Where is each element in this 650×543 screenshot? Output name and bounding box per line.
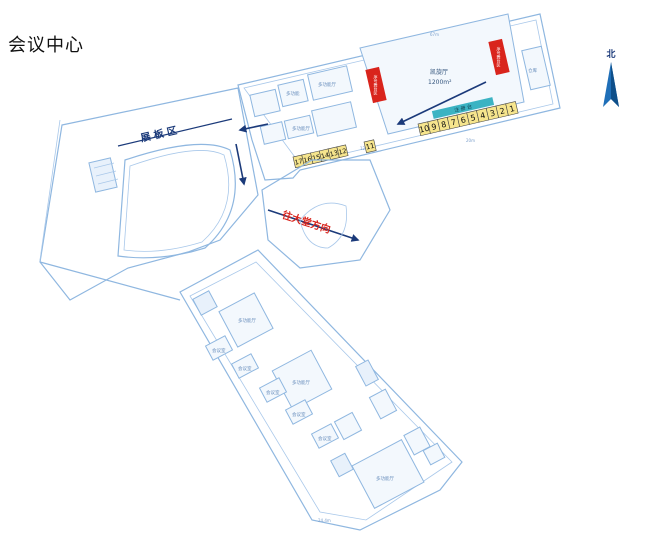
svg-text:14: 14: [320, 151, 330, 161]
booth[interactable]: 12: [336, 144, 349, 158]
booth[interactable]: 10: [417, 121, 431, 137]
banquet-hall-area: 1200m²: [428, 79, 452, 86]
svg-text:会议室: 会议室: [266, 389, 280, 396]
compass-north-icon: 北: [603, 48, 619, 107]
svg-text:24.4m: 24.4m: [318, 518, 331, 523]
svg-text:会议室: 会议室: [238, 365, 252, 372]
svg-text:仓库: 仓库: [528, 67, 537, 74]
north-wing: 多功能厅 多功能 多功能厅 仓库 67m 20m 12m: [237, 13, 561, 181]
arrow-icon: [235, 81, 487, 242]
booth-row-west: 17 16 15 14 13 12: [292, 144, 349, 169]
svg-text:序号舞台区: 序号舞台区: [497, 46, 502, 67]
exhibition-zone-label: 展 板 区: [117, 118, 233, 147]
booth[interactable]: 11: [363, 139, 377, 154]
banquet-hall-name: 凯旋厅: [430, 68, 448, 76]
svg-text:9: 9: [431, 122, 438, 132]
exhibition-area: [39, 87, 259, 301]
svg-text:多功能: 多功能: [286, 90, 300, 97]
svg-text:会议室: 会议室: [318, 435, 332, 442]
page-title: 会议中心: [8, 35, 84, 56]
svg-text:多功能厅: 多功能厅: [292, 379, 310, 386]
svg-text:多功能厅: 多功能厅: [376, 475, 394, 482]
svg-text:20m: 20m: [466, 138, 475, 143]
svg-text:6: 6: [460, 115, 467, 125]
plaza: [261, 159, 391, 269]
svg-text:多功能厅: 多功能厅: [238, 317, 256, 324]
svg-text:会议室: 会议室: [212, 347, 226, 354]
south-wing: 多功能厅 多功能厅 多功能厅 会议室 会议室 会议室 会议室 会议室 24.4m: [179, 249, 463, 531]
stage-area-left: 序号舞台区: [365, 66, 387, 104]
booth[interactable]: 1: [505, 101, 519, 116]
svg-text:2: 2: [499, 106, 506, 116]
svg-text:展 板 区: 展 板 区: [139, 124, 178, 145]
compass-label: 北: [606, 48, 615, 60]
svg-text:12: 12: [338, 147, 348, 157]
svg-text:会议室: 会议室: [292, 411, 306, 418]
stage-area-right: 序号舞台区: [488, 38, 510, 76]
svg-text:11: 11: [365, 142, 375, 152]
svg-text:8: 8: [440, 120, 447, 130]
registration-desk: 注 册 台: [431, 97, 495, 119]
svg-text:5: 5: [470, 113, 477, 123]
svg-text:3: 3: [489, 109, 496, 119]
svg-text:多功能厅: 多功能厅: [318, 81, 336, 88]
svg-text:16: 16: [303, 155, 313, 165]
svg-text:7: 7: [450, 118, 457, 128]
booth[interactable]: 16: [301, 152, 314, 167]
direction-label: 往大堂方向: [281, 208, 333, 236]
svg-text:67m: 67m: [430, 32, 439, 37]
svg-text:4: 4: [479, 111, 486, 121]
booth[interactable]: 13: [327, 146, 340, 160]
svg-text:多功能厅: 多功能厅: [292, 125, 310, 132]
svg-text:1: 1: [509, 104, 516, 114]
stairs: [88, 157, 119, 193]
booth-row-east: 10 9 8 7 6 5 4 3 2 1: [417, 101, 519, 137]
svg-text:序号舞台区: 序号舞台区: [374, 74, 379, 95]
svg-text:10: 10: [418, 124, 430, 135]
svg-text:注 册 台: 注 册 台: [453, 103, 472, 114]
svg-text:17: 17: [294, 157, 304, 167]
svg-text:15: 15: [311, 153, 321, 163]
svg-text:12m: 12m: [360, 146, 369, 151]
svg-text:13: 13: [329, 149, 339, 159]
booth[interactable]: 5: [466, 110, 480, 125]
booth[interactable]: 7: [446, 114, 461, 130]
